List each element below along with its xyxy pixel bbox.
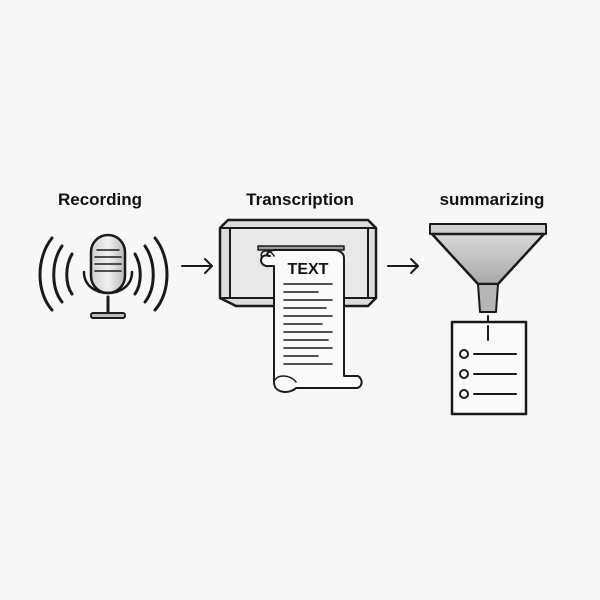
microphone-icon (38, 233, 169, 319)
arrow-right-icon (181, 258, 213, 274)
recording-label: Recording (57, 190, 143, 209)
printer-text-icon (218, 218, 378, 393)
document-text-title: TEXT (288, 261, 329, 278)
funnel-icon (429, 223, 547, 327)
summarizing-label: summarizing (439, 190, 545, 209)
checklist-document-icon (450, 320, 528, 416)
transcription-label: Transcription (246, 190, 354, 209)
arrow-right-icon (387, 258, 419, 274)
